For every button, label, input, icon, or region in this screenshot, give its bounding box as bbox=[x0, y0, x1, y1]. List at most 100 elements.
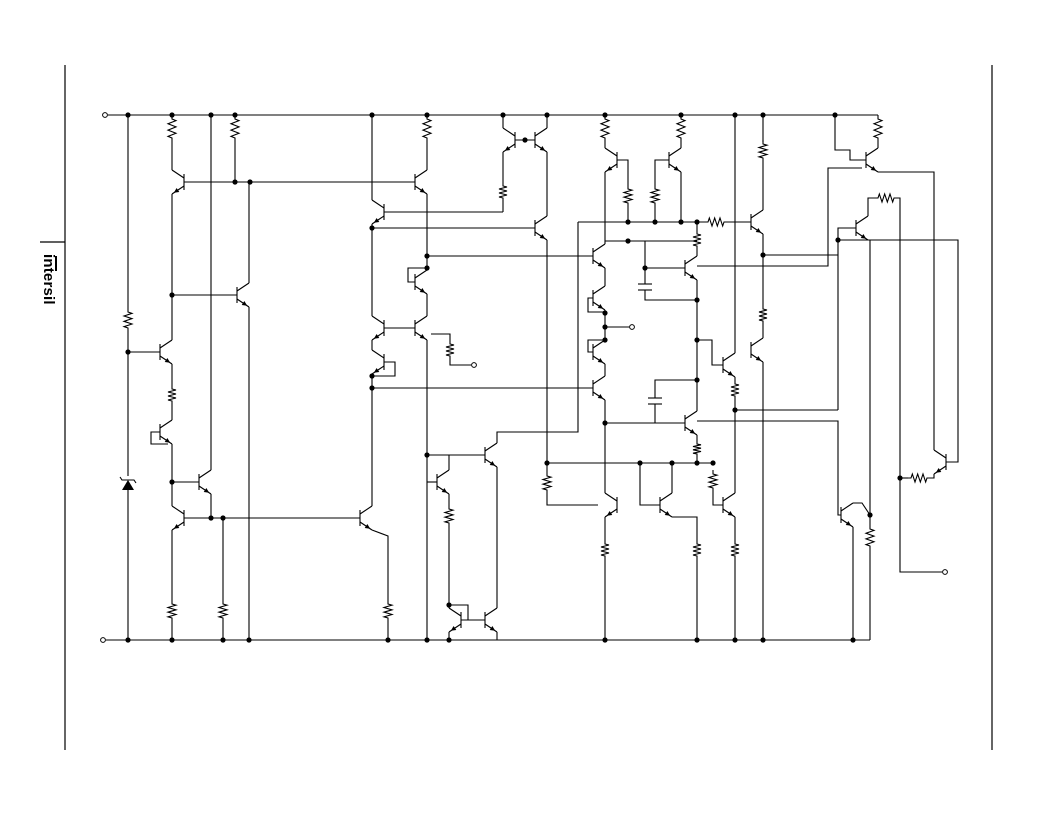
wire bbox=[449, 604, 469, 620]
resistor bbox=[872, 115, 884, 142]
junction-dot bbox=[832, 112, 838, 118]
junction-dot bbox=[424, 112, 430, 118]
transistor bbox=[750, 337, 764, 363]
resistor bbox=[122, 308, 134, 332]
junction-dot bbox=[732, 407, 738, 413]
junction-dot bbox=[678, 112, 684, 118]
transistor bbox=[236, 282, 250, 308]
junction-dot bbox=[446, 602, 452, 608]
transistor bbox=[171, 505, 185, 531]
transistor-emitter-arrow bbox=[419, 288, 426, 293]
transistor-emitter-arrow bbox=[870, 166, 877, 171]
junction-dot bbox=[602, 637, 608, 643]
transistor-collector bbox=[534, 215, 548, 225]
transistor-collector bbox=[659, 492, 673, 502]
junction-dot bbox=[446, 637, 452, 643]
transistor bbox=[604, 147, 618, 173]
transistor-emitter-arrow bbox=[164, 438, 171, 443]
transistor-emitter-arrow bbox=[373, 334, 380, 339]
junction-dot bbox=[125, 637, 131, 643]
junction-dot bbox=[220, 515, 226, 521]
wire bbox=[374, 361, 396, 377]
wire bbox=[897, 197, 942, 573]
transistor-collector bbox=[668, 147, 682, 157]
transistor-collector bbox=[604, 147, 618, 157]
junction-dot bbox=[760, 637, 766, 643]
junction-dot bbox=[125, 349, 131, 355]
transistor-emitter-arrow bbox=[597, 358, 604, 363]
junction-dot bbox=[232, 112, 238, 118]
terminal bbox=[471, 362, 477, 368]
transistor-emitter-arrow bbox=[419, 188, 426, 193]
transistor bbox=[414, 169, 428, 195]
transistor-emitter-arrow bbox=[489, 626, 496, 631]
wire bbox=[371, 529, 389, 600]
transistor-emitter-arrow bbox=[689, 429, 696, 434]
resistor bbox=[908, 472, 930, 484]
wire bbox=[672, 516, 698, 540]
resistor bbox=[692, 540, 702, 560]
junction-dot bbox=[220, 637, 226, 643]
transistor bbox=[592, 375, 606, 401]
transistor-emitter-arrow bbox=[597, 304, 604, 309]
junction-dot bbox=[424, 637, 430, 643]
wire bbox=[546, 494, 598, 506]
junction-dot bbox=[369, 112, 375, 118]
transistor-emitter-arrow bbox=[539, 234, 546, 239]
resistor bbox=[730, 540, 740, 560]
transistor-collector bbox=[371, 349, 385, 359]
capacitor bbox=[648, 397, 662, 405]
transistor-collector bbox=[371, 199, 385, 209]
transistor bbox=[448, 607, 462, 633]
junction-dot bbox=[169, 637, 175, 643]
junction-dot bbox=[760, 112, 766, 118]
wire bbox=[697, 339, 723, 366]
transistor-collector bbox=[684, 410, 698, 420]
transistor-collector bbox=[171, 169, 185, 179]
transistor bbox=[159, 419, 173, 445]
transistor bbox=[668, 147, 682, 173]
transistor-emitter-arrow bbox=[606, 166, 613, 171]
junction-dot bbox=[424, 265, 430, 271]
transistor-collector bbox=[414, 169, 428, 179]
transistor-emitter-arrow bbox=[689, 274, 696, 279]
transistor-collector bbox=[448, 607, 462, 617]
junction-dot bbox=[500, 112, 506, 118]
wire bbox=[868, 239, 871, 525]
resistor bbox=[229, 115, 241, 142]
transistor-emitter-arrow bbox=[755, 356, 762, 361]
transistor bbox=[604, 492, 618, 518]
transistor-collector bbox=[159, 419, 173, 429]
wire bbox=[639, 463, 660, 506]
junction-dot bbox=[169, 292, 175, 298]
transistor bbox=[359, 505, 373, 531]
junction-dot bbox=[652, 219, 658, 225]
junction-dot bbox=[850, 637, 856, 643]
resistor bbox=[875, 192, 897, 204]
transistor bbox=[436, 469, 450, 495]
terminal bbox=[100, 637, 106, 643]
junction-dot bbox=[637, 460, 643, 466]
junction-dot bbox=[732, 637, 738, 643]
resistor bbox=[167, 385, 177, 405]
transistor-emitter-arrow bbox=[164, 358, 171, 363]
transistor bbox=[722, 352, 736, 378]
transistor-emitter-arrow bbox=[845, 521, 852, 526]
transistor-emitter-arrow bbox=[173, 188, 180, 193]
wire bbox=[587, 297, 605, 313]
transistor bbox=[750, 209, 764, 235]
transistor-emitter-arrow bbox=[504, 146, 511, 151]
transistor bbox=[414, 315, 428, 341]
transistor bbox=[684, 410, 698, 436]
transistor bbox=[855, 215, 869, 241]
transistor-collector bbox=[371, 315, 385, 325]
wire bbox=[838, 239, 959, 463]
resistor bbox=[757, 140, 769, 162]
resistor bbox=[864, 525, 876, 550]
transistor bbox=[484, 607, 498, 633]
transistor bbox=[840, 502, 854, 528]
junction-dot bbox=[247, 179, 253, 185]
junction-dot bbox=[625, 219, 631, 225]
transistor-emitter-arrow bbox=[597, 394, 604, 399]
transistor-emitter-arrow bbox=[441, 488, 448, 493]
